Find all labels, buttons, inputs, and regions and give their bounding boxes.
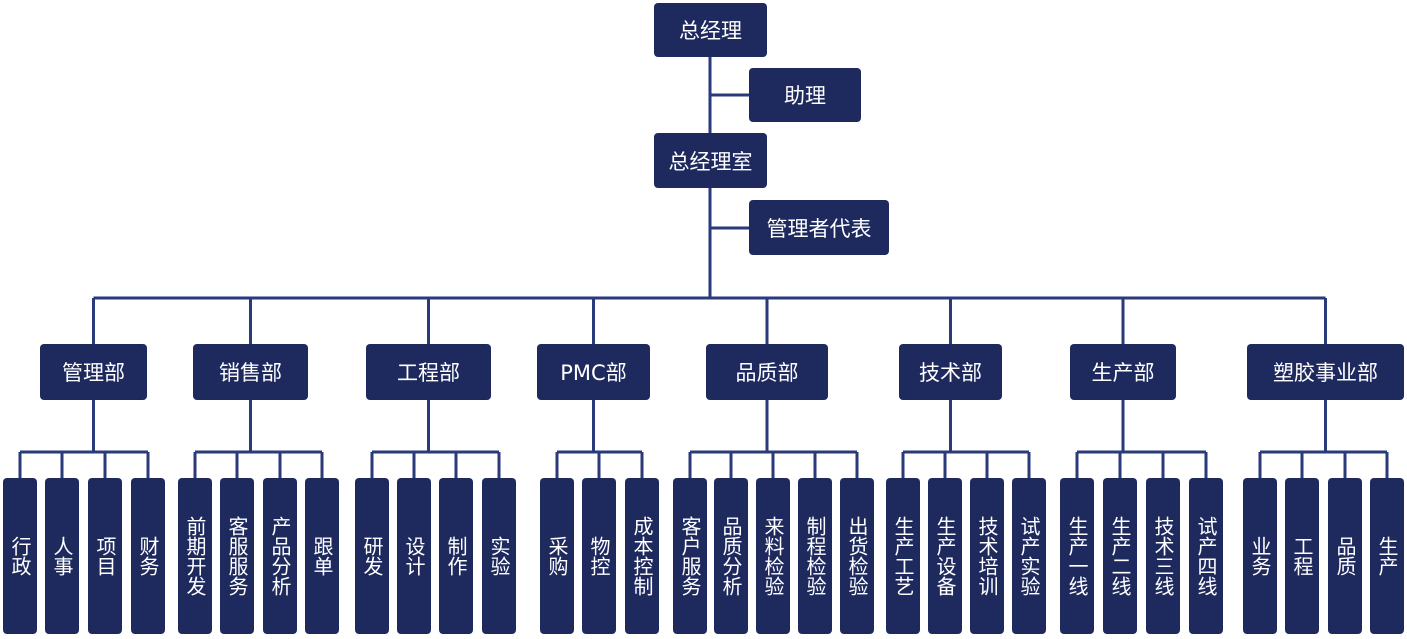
subunit-box: 业务 xyxy=(1243,478,1277,634)
subunit-box: 生产一线 xyxy=(1060,478,1094,634)
subunit-box: 生产二线 xyxy=(1103,478,1137,634)
assistant-box: 助理 xyxy=(749,68,861,122)
subunit-box: 制程检验 xyxy=(798,478,832,634)
subunit-box: 产品分析 xyxy=(263,478,297,634)
subunit-box: 品质分析 xyxy=(714,478,748,634)
department-box: 销售部 xyxy=(193,344,308,400)
subunit-box: 客服服务 xyxy=(220,478,254,634)
subunit-box: 行政 xyxy=(3,478,37,634)
subunit-box: 生产设备 xyxy=(928,478,962,634)
subunit-box: 项目 xyxy=(88,478,122,634)
subunit-box: 物控 xyxy=(582,478,616,634)
subunit-box: 设计 xyxy=(397,478,431,634)
gm-office-box: 总经理室 xyxy=(654,133,767,188)
subunit-box: 品质 xyxy=(1328,478,1362,634)
general-manager-box: 总经理 xyxy=(654,3,767,57)
subunit-box: 客户服务 xyxy=(673,478,707,634)
subunit-box: 前期开发 xyxy=(178,478,212,634)
subunit-box: 试产实验 xyxy=(1012,478,1046,634)
subunit-box: 跟单 xyxy=(305,478,339,634)
subunit-box: 技术培训 xyxy=(970,478,1004,634)
subunit-box: 技术三线 xyxy=(1146,478,1180,634)
subunit-box: 出货检验 xyxy=(840,478,874,634)
subunit-box: 试产四线 xyxy=(1189,478,1223,634)
subunit-box: 工程 xyxy=(1285,478,1319,634)
department-box: 生产部 xyxy=(1070,344,1176,400)
subunit-box: 生产 xyxy=(1370,478,1404,634)
subunit-box: 成本控制 xyxy=(625,478,659,634)
subunit-box: 生产工艺 xyxy=(886,478,920,634)
management-representative-box: 管理者代表 xyxy=(749,200,889,255)
subunit-box: 制作 xyxy=(439,478,473,634)
department-box: 技术部 xyxy=(899,344,1002,400)
subunit-box: 实验 xyxy=(482,478,516,634)
subunit-box: 研发 xyxy=(355,478,389,634)
department-box: PMC部 xyxy=(537,344,650,400)
department-box: 塑胶事业部 xyxy=(1247,344,1404,400)
subunit-box: 来料检验 xyxy=(756,478,790,634)
department-box: 品质部 xyxy=(706,344,828,400)
department-box: 管理部 xyxy=(40,344,147,400)
subunit-box: 财务 xyxy=(131,478,165,634)
subunit-box: 人事 xyxy=(45,478,79,634)
subunit-box: 采购 xyxy=(540,478,574,634)
department-box: 工程部 xyxy=(366,344,491,400)
